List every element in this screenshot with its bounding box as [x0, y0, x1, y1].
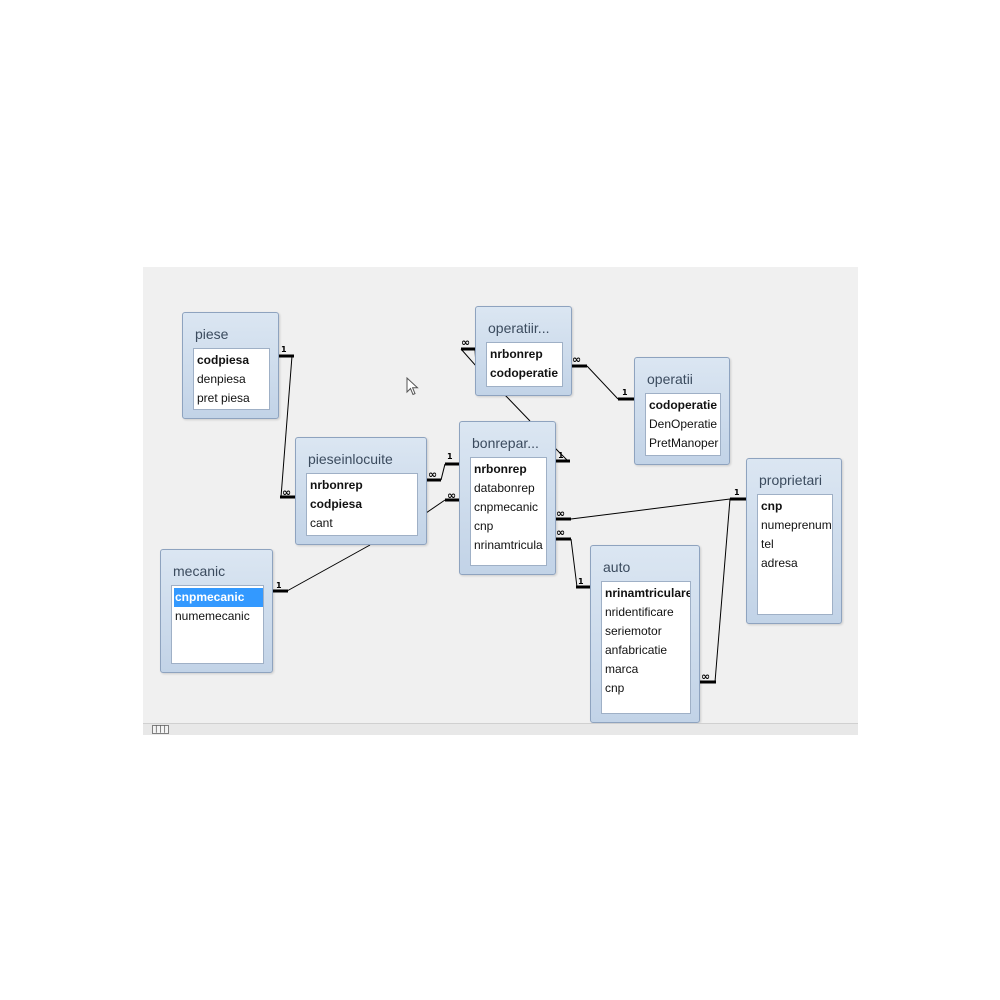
field-list[interactable]: cnp numeprenum tel adresa [757, 494, 833, 615]
table-pieseinlocuite[interactable]: pieseinlocuite nrbonrep codpiesa cant [295, 437, 427, 545]
field-item[interactable]: cant [310, 516, 333, 530]
table-title[interactable]: operatii [647, 371, 693, 387]
horizontal-scrollbar[interactable] [143, 723, 858, 735]
field-item[interactable]: nrinamtriculare [605, 586, 690, 600]
field-item[interactable]: seriemotor [605, 624, 662, 638]
field-list[interactable]: nrbonrep codpiesa cant [306, 473, 418, 536]
field-item[interactable]: cnp [605, 681, 625, 695]
table-operatiireparatie[interactable]: operatiir... nrbonrep codoperatie [475, 306, 572, 396]
scrollbar-grip-icon[interactable]: ||| [152, 725, 169, 734]
field-item[interactable]: nrbonrep [490, 347, 543, 361]
table-proprietari[interactable]: proprietari cnp numeprenum tel adresa [746, 458, 842, 624]
arrow-cursor-icon [406, 377, 419, 396]
field-item[interactable]: nrbonrep [310, 478, 363, 492]
field-list[interactable]: nrinamtriculare nridentificare seriemoto… [601, 581, 691, 714]
table-title[interactable]: pieseinlocuite [308, 451, 393, 467]
field-item[interactable]: adresa [761, 556, 798, 570]
field-item[interactable]: anfabricatie [605, 643, 668, 657]
table-piese[interactable]: piese codpiesa denpiesa pret piesa [182, 312, 279, 419]
table-title[interactable]: piese [195, 326, 229, 342]
table-operatii[interactable]: operatii codoperatie DenOperatie PretMan… [634, 357, 730, 465]
field-list[interactable]: nrbonrep databonrep cnpmecanic cnp nrina… [470, 457, 547, 566]
field-item[interactable]: nrinamtricula [474, 538, 543, 552]
field-item[interactable]: tel [761, 537, 774, 551]
field-item[interactable]: pret piesa [197, 391, 250, 405]
field-item[interactable]: numemecanic [175, 609, 250, 623]
field-item[interactable]: codpiesa [310, 497, 363, 511]
field-list[interactable]: nrbonrep codoperatie [486, 342, 563, 387]
field-item[interactable]: cnpmecanic [474, 500, 539, 514]
table-title[interactable]: auto [603, 559, 631, 575]
table-title[interactable]: operatiir... [488, 320, 550, 336]
field-item[interactable]: marca [605, 662, 639, 676]
field-item-selected[interactable]: cnpmecanic [174, 588, 263, 607]
field-list[interactable]: codoperatie DenOperatie PretManoper [645, 393, 721, 456]
field-item[interactable]: codoperatie [490, 366, 559, 380]
field-item[interactable]: cnp [761, 499, 783, 513]
table-title[interactable]: bonrepar... [472, 435, 539, 451]
table-title[interactable]: proprietari [759, 472, 823, 488]
field-item[interactable]: databonrep [474, 481, 535, 495]
field-item[interactable]: nrbonrep [474, 462, 527, 476]
field-item[interactable]: numeprenum [761, 518, 832, 532]
table-mecanic[interactable]: mecanic cnpmecanic numemecanic [160, 549, 273, 673]
field-item[interactable]: codpiesa [197, 353, 250, 367]
field-list[interactable]: cnpmecanic numemecanic [171, 585, 264, 664]
field-item[interactable]: nridentificare [605, 605, 674, 619]
field-list[interactable]: codpiesa denpiesa pret piesa [193, 348, 270, 410]
table-title[interactable]: mecanic [173, 563, 226, 579]
field-item[interactable]: denpiesa [197, 372, 246, 386]
field-item[interactable]: cnp [474, 519, 494, 533]
table-bonreparatie[interactable]: bonrepar... nrbonrep databonrep cnpmecan… [459, 421, 556, 575]
table-auto[interactable]: auto nrinamtriculare nridentificare seri… [590, 545, 700, 723]
field-item[interactable]: DenOperatie [649, 417, 718, 431]
field-item[interactable]: PretManoper [649, 436, 719, 450]
field-item[interactable]: codoperatie [649, 398, 718, 412]
